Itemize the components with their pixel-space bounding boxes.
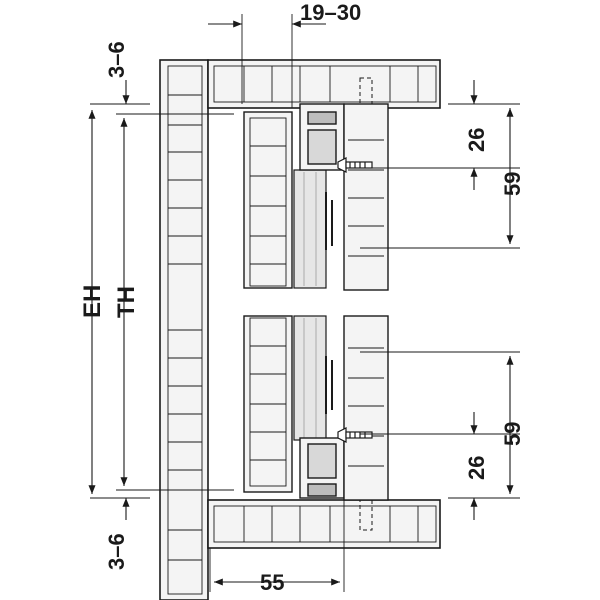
dim-bottom-width: 55 xyxy=(260,570,284,595)
bottom-frame xyxy=(207,499,441,549)
dim-bottom-screw-offset: 59 xyxy=(500,422,525,446)
door-panel-lower xyxy=(243,315,293,493)
dim-top-rail-height: 26 xyxy=(464,128,489,152)
door-panel-upper xyxy=(243,111,293,289)
bottom-screw xyxy=(337,427,373,443)
left-frame-cells xyxy=(168,94,202,561)
top-frame-cells xyxy=(243,66,419,102)
dim-bottom-clearance: 3–6 xyxy=(104,533,129,570)
dim-track-height: TH xyxy=(113,286,140,318)
dim-bottom-rail-height: 26 xyxy=(464,456,489,480)
bottom-runner-rail xyxy=(299,356,345,499)
right-side-cells xyxy=(348,139,384,467)
top-runner-rail xyxy=(299,103,345,250)
top-screw xyxy=(337,157,373,173)
right-side-panel xyxy=(343,103,389,501)
bottom-frame-cells xyxy=(243,506,419,542)
dim-top-gap: 19–30 xyxy=(300,0,361,25)
top-frame xyxy=(207,59,441,109)
extension-lines xyxy=(90,14,520,592)
dim-top-clearance: 3–6 xyxy=(104,41,129,78)
vertical-profile xyxy=(293,169,327,441)
dim-top-screw-offset: 59 xyxy=(500,172,525,196)
dimension-arrows xyxy=(88,20,514,586)
dim-overall-height: EH xyxy=(79,285,106,318)
